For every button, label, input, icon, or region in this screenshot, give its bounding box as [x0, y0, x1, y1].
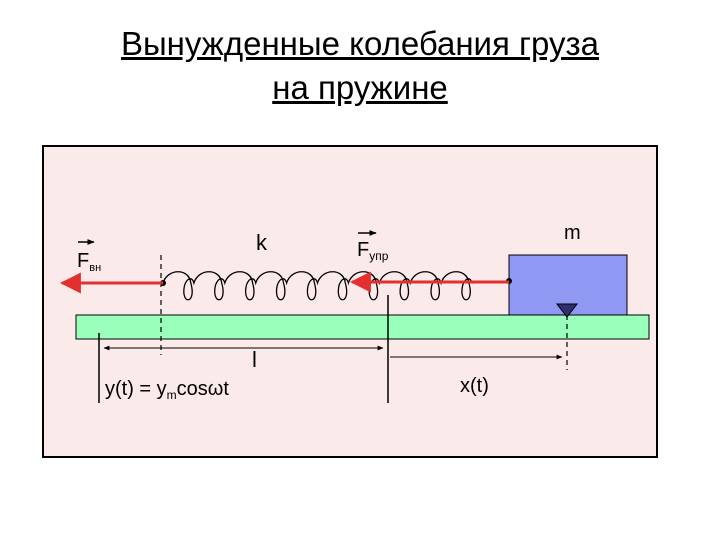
- slide-title: Вынужденные колебания груза на пружине: [0, 22, 720, 110]
- elastic-force-subscript: упр: [369, 249, 388, 263]
- drive-law-label: y(t) = ymcosωt: [105, 378, 229, 402]
- support-rail: [75, 314, 650, 340]
- external-force-subscript: вн: [89, 262, 101, 274]
- drive-law-left: y(t) = y: [105, 378, 167, 400]
- elastic-force-symbol: F: [357, 239, 369, 261]
- displacement-label: x(t): [460, 375, 489, 397]
- block-pivot-marker: [555, 303, 579, 318]
- drive-law-subscript: m: [167, 388, 177, 402]
- external-force-label: Fвн: [77, 250, 101, 274]
- mass-label: m: [564, 222, 581, 244]
- title-line-2: на пружине: [272, 69, 448, 106]
- title-line-1: Вынужденные колебания груза: [120, 25, 600, 62]
- spring-oscillation-diagram: k m Fвн Fупр l y(t) = ymcosωt x(t): [42, 145, 658, 458]
- external-force-symbol: F: [77, 250, 89, 272]
- elastic-force-label: Fупр: [357, 239, 389, 263]
- spring-constant-label: k: [256, 230, 268, 255]
- length-label: l: [252, 347, 257, 372]
- drive-law-right: cosωt: [177, 378, 230, 400]
